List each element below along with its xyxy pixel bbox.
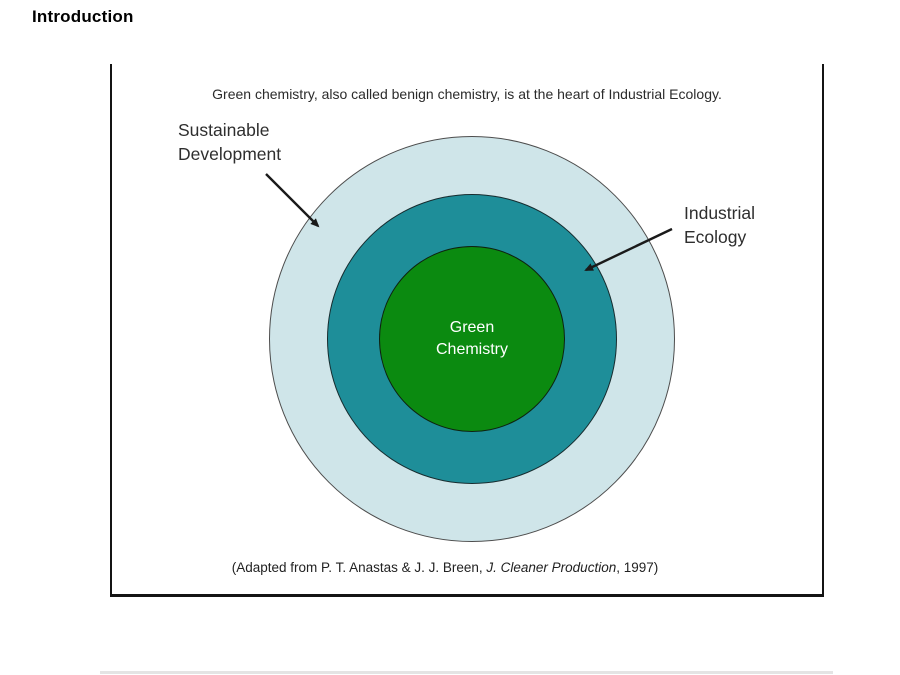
figure-caption-top: Green chemistry, also called benign chem… <box>212 86 722 102</box>
citation-suffix: , 1997) <box>616 560 659 575</box>
citation-journal-title: J. Cleaner Production <box>486 560 617 575</box>
industrial-ecology-label-line2: Ecology <box>684 227 747 247</box>
figure-citation: (Adapted from P. T. Anastas & J. J. Bree… <box>90 560 800 575</box>
next-page-edge <box>100 671 833 674</box>
sustainable-development-label-line2: Development <box>178 144 282 164</box>
green-chemistry-label-line1: Green <box>449 319 495 336</box>
sustainable-development-label: Sustainable Development <box>178 118 281 166</box>
green-chemistry-circle: Green Chemistry <box>379 246 565 432</box>
industrial-ecology-label: Industrial Ecology <box>684 201 755 249</box>
sustainable-development-label-line1: Sustainable <box>178 120 270 140</box>
page-title: Introduction <box>32 7 134 26</box>
green-chemistry-label-line2: Chemistry <box>435 341 508 358</box>
figure-frame: Green chemistry, also called benign chem… <box>110 64 824 597</box>
green-chemistry-label: Green Chemistry <box>436 317 508 361</box>
industrial-ecology-label-line1: Industrial <box>684 203 756 223</box>
citation-prefix: (Adapted from P. T. Anastas & J. J. Bree… <box>231 560 487 575</box>
